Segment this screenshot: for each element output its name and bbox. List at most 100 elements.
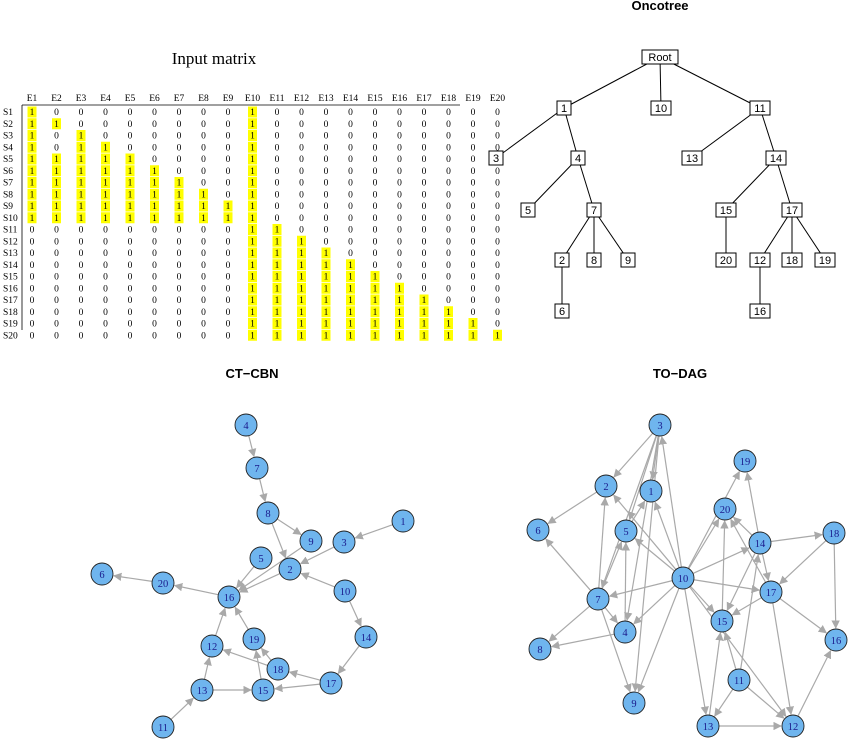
ctcbn-node-label: 14 <box>361 633 372 644</box>
matrix-cell-highlight <box>346 329 355 341</box>
matrix-cell-value: 1 <box>471 320 476 330</box>
matrix-cell-value: 1 <box>422 296 427 306</box>
ctcbn-node <box>245 456 269 480</box>
matrix-cell-value: 0 <box>299 202 304 212</box>
matrix-cell-highlight <box>248 153 257 165</box>
matrix-cell-value: 1 <box>348 308 353 318</box>
matrix-cell-value: 0 <box>128 143 133 153</box>
matrix-cell-value: 0 <box>422 284 427 294</box>
matrix-cell-value: 0 <box>373 226 378 236</box>
matrix-cell-value: 0 <box>30 226 35 236</box>
matrix-cell-value: 1 <box>397 284 402 294</box>
matrix-cell-value: 0 <box>226 296 231 306</box>
matrix-cell-value: 0 <box>422 179 427 189</box>
todag-edge <box>831 543 840 629</box>
matrix-cell-value: 1 <box>250 155 255 165</box>
matrix-cell-value: 0 <box>324 143 329 153</box>
matrix-cell-value: 0 <box>103 132 108 142</box>
oncotree-node-box <box>681 150 703 166</box>
matrix-cell-value: 0 <box>226 320 231 330</box>
matrix-cell-value: 1 <box>250 167 255 177</box>
matrix-cell-value: 1 <box>103 214 108 224</box>
todag-edge <box>692 547 750 574</box>
oncotree-node-box <box>765 150 787 166</box>
matrix-cell-value: 1 <box>177 202 182 212</box>
matrix-row-label: S15 <box>3 273 18 283</box>
matrix-cell-highlight <box>27 188 37 200</box>
matrix-row-label: S9 <box>3 202 13 212</box>
matrix-cell-value: 0 <box>471 108 476 118</box>
matrix-cell-highlight <box>321 318 331 329</box>
matrix-cell-value: 0 <box>446 226 451 236</box>
matrix-cell-value: 0 <box>495 249 500 259</box>
matrix-cell-value: 0 <box>299 226 304 236</box>
ctcbn-edge <box>349 600 362 627</box>
matrix-cell-value: 1 <box>250 214 255 224</box>
matrix-cell-value: 0 <box>30 273 35 283</box>
todag-edge <box>624 435 659 621</box>
matrix-cell-value: 0 <box>177 108 182 118</box>
todag-node <box>713 497 737 521</box>
oncotree-node-label: 12 <box>754 255 766 267</box>
matrix-cell-value: 1 <box>275 249 280 259</box>
matrix-cell-value: 1 <box>226 202 231 212</box>
matrix-cell-value: 1 <box>30 214 35 224</box>
matrix-cell-highlight <box>297 294 306 306</box>
matrix-cell-highlight <box>125 200 135 212</box>
matrix-cell-value: 0 <box>495 167 500 177</box>
matrix-cell-highlight <box>125 188 135 200</box>
todag-node <box>639 479 663 503</box>
matrix-cell-value: 0 <box>275 132 280 142</box>
matrix-cell-highlight <box>248 212 257 224</box>
matrix-cell-value: 0 <box>324 226 329 236</box>
matrix-cell-value: 1 <box>54 214 59 224</box>
matrix-cell-value: 1 <box>299 273 304 283</box>
matrix-cell-value: 1 <box>30 108 35 118</box>
matrix-cell-value: 0 <box>177 320 182 330</box>
todag-edge <box>634 538 675 572</box>
matrix-cell-highlight <box>101 165 110 177</box>
todag-node-label: 12 <box>788 722 799 733</box>
matrix-cell-highlight <box>248 235 257 247</box>
matrix-cell-highlight <box>395 306 404 318</box>
matrix-row-label: S12 <box>3 237 18 247</box>
matrix-cell-value: 1 <box>250 190 255 200</box>
matrix-cell-value: 0 <box>201 120 206 130</box>
matrix-cell-value: 0 <box>103 120 108 130</box>
matrix-cell-value: 0 <box>348 143 353 153</box>
matrix-cell-highlight <box>395 282 404 294</box>
matrix-cell-value: 0 <box>348 214 353 224</box>
ctcbn-node-label: 19 <box>249 635 260 646</box>
matrix-cell-value: 0 <box>495 143 500 153</box>
matrix-cell-value: 0 <box>177 143 182 153</box>
matrix-cell-value: 0 <box>348 237 353 247</box>
matrix-cell-value: 1 <box>54 167 59 177</box>
matrix-cell-value: 0 <box>299 214 304 224</box>
ctcbn-node-label: 8 <box>265 509 270 520</box>
matrix-cell-value: 0 <box>152 237 157 247</box>
matrix-cell-value: 0 <box>373 167 378 177</box>
matrix-cell-value: 1 <box>446 331 451 341</box>
matrix-cell-highlight <box>272 329 282 341</box>
todag-edge <box>684 588 709 715</box>
matrix-cell-value: 0 <box>397 226 402 236</box>
matrix-cell-value: 0 <box>348 167 353 177</box>
matrix-column-header: E7 <box>174 94 185 104</box>
matrix-cell-value: 1 <box>152 214 157 224</box>
matrix-cell-value: 0 <box>79 320 84 330</box>
oncotree-node-box <box>586 252 602 268</box>
matrix-cell-value: 1 <box>103 179 108 189</box>
oncotree-node-label: Root <box>648 52 671 64</box>
matrix-cell-value: 0 <box>446 261 451 271</box>
matrix-cell-highlight <box>76 212 86 224</box>
matrix-column-header: E4 <box>100 94 111 104</box>
todag-node <box>727 668 751 692</box>
ctcbn-node <box>151 571 175 595</box>
matrix-cell-value: 0 <box>103 296 108 306</box>
matrix-cell-value: 0 <box>422 202 427 212</box>
matrix-cell-value: 0 <box>299 179 304 189</box>
matrix-cell-value: 0 <box>397 273 402 283</box>
matrix-cell-value: 1 <box>103 167 108 177</box>
matrix-cell-value: 1 <box>299 237 304 247</box>
